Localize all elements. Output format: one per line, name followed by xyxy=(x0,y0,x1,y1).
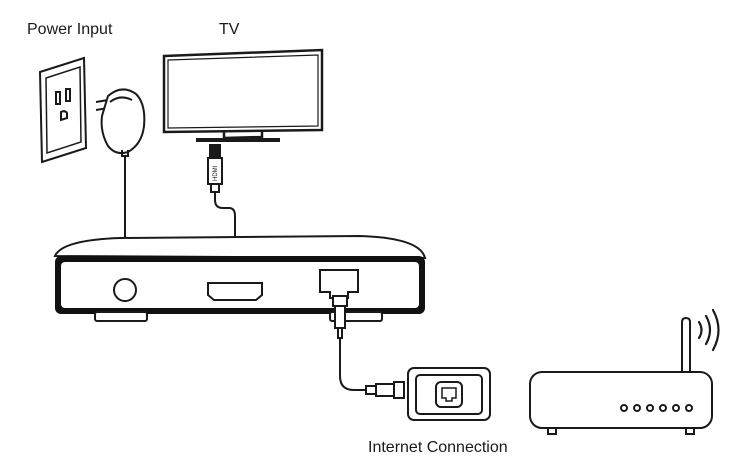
ethernet-plug-icon xyxy=(332,295,348,339)
wall-outlet-icon xyxy=(38,56,88,164)
set-top-box-icon xyxy=(53,234,427,322)
ethernet-cable xyxy=(339,338,366,391)
power-input-label: Power Input xyxy=(27,21,113,38)
hdmi-cable xyxy=(214,192,236,238)
ethernet-plug-icon xyxy=(365,381,405,399)
wifi-signal-icon xyxy=(697,308,720,352)
tv-icon xyxy=(162,48,324,142)
power-adapter-icon xyxy=(95,88,146,157)
hdmi-port-icon xyxy=(207,282,263,301)
power-port-icon xyxy=(113,278,137,302)
hdmi-plug-icon: HDMI xyxy=(207,144,223,193)
hdmi-plug-label: HDMI xyxy=(213,165,219,181)
tv-label: TV xyxy=(219,21,240,38)
internet-connection-label: Internet Connection xyxy=(368,439,508,456)
wall-network-jack-icon xyxy=(407,367,491,421)
wifi-router-icon xyxy=(529,316,713,435)
